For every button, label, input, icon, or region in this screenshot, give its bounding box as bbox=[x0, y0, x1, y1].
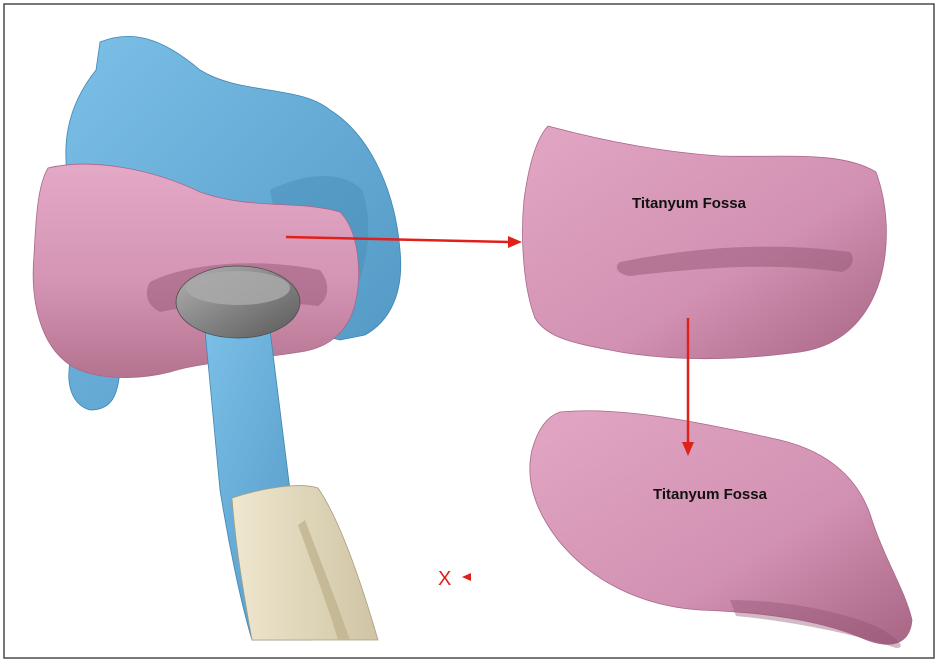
fossa-top-view: Titanyum Fossa bbox=[522, 126, 886, 359]
fossa-bottom-label: Titanyum Fossa bbox=[653, 486, 768, 503]
axis-marker-label: X bbox=[438, 568, 451, 590]
fossa-top-shape bbox=[522, 126, 886, 359]
fossa-top-label: Titanyum Fossa bbox=[632, 195, 747, 212]
condyle-ball-top bbox=[186, 271, 290, 305]
